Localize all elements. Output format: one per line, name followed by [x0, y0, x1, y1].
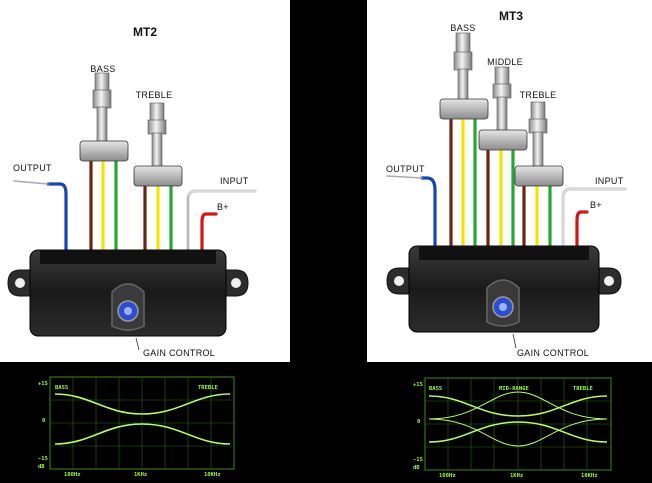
mt2-scope-f3: 10KHz	[204, 472, 221, 478]
mt3-scope-f2: 1KHz	[510, 473, 523, 479]
mt3-bass-label: BASS	[450, 23, 475, 33]
mt3-wires	[386, 116, 627, 260]
mt3-treble-label: TREBLE	[520, 90, 557, 100]
mt3-title: MT3	[499, 9, 523, 23]
bplus-wire	[575, 210, 589, 260]
mt2-scope-zero: 0	[42, 418, 45, 424]
mt2-bass-label: BASS	[90, 64, 115, 74]
output-lead	[13, 180, 49, 185]
mt3-scope-grid	[425, 378, 611, 470]
mt2-scope-f2: 1KHz	[134, 472, 147, 478]
mt2-scope-grid	[50, 377, 234, 469]
input-wire	[561, 187, 627, 260]
mt2-scope-bass: BASS	[55, 385, 68, 391]
mt2-gain-label: GAIN CONTROL	[143, 348, 215, 358]
mt3-wiring-panel: MT3	[367, 0, 652, 362]
mt3-scope-zero: 0	[417, 419, 420, 425]
mt3-scope-curves	[428, 391, 608, 447]
mt2-boost-curve	[54, 393, 231, 415]
mt2-wires	[13, 158, 257, 264]
mt2-treble-pot	[133, 102, 183, 187]
mt3-scope-minus: -15	[413, 457, 423, 463]
mt3-treble-pot	[514, 101, 564, 187]
mt2-treble-label: TREBLE	[136, 90, 173, 100]
mt3-scope-mid: MID-RANGE	[499, 386, 529, 392]
mt3-boost-curve	[428, 395, 608, 417]
mt2-input-label: INPUT	[220, 176, 249, 186]
mt2-title: MT2	[133, 25, 157, 39]
mt3-scope-plus: +15	[413, 382, 423, 388]
mt3-mid-cut-curve	[428, 418, 608, 447]
output-wire	[420, 176, 437, 260]
mt3-scope-f3: 10KHz	[581, 473, 598, 479]
mt3-gain-label: GAIN CONTROL	[517, 348, 589, 358]
mt2-eq-scope: BASS TREBLE +15 0 -15 dB 100Hz 1KHz 10KH…	[0, 362, 290, 483]
mt2-scope-curves	[54, 393, 231, 445]
mt2-gain-trimmer[interactable]	[111, 283, 145, 331]
output-wire	[46, 182, 68, 264]
mt3-bass-pot	[439, 32, 489, 120]
mt3-eq-scope: BASS MID-RANGE TREBLE +15 0 -15 dB 100Hz…	[367, 362, 652, 483]
mt3-bplus-label: B+	[590, 200, 602, 210]
mt2-scope-f1: 100Hz	[64, 472, 81, 478]
mt2-bplus-label: B+	[217, 202, 229, 212]
mt3-middle-label: MIDDLE	[487, 57, 523, 67]
mt2-wiring-panel: MT2	[0, 0, 290, 362]
mt2-scope-db: dB	[38, 464, 45, 470]
mt3-middle-pot	[478, 66, 528, 151]
mt3-gain-trimmer[interactable]	[486, 279, 520, 327]
mt2-preamp-box	[7, 249, 249, 351]
mt3-output-label: OUTPUT	[386, 164, 425, 174]
mt3-preamp-box	[386, 245, 622, 349]
mt3-scope-db: dB	[413, 465, 420, 471]
mt3-scope-bass: BASS	[429, 386, 442, 392]
mt3-mid-boost-curve	[428, 391, 608, 420]
mt2-scope-treble: TREBLE	[198, 385, 218, 391]
bplus-wire	[200, 212, 218, 264]
output-lead	[386, 175, 423, 179]
mt3-scope-treble: TREBLE	[573, 386, 593, 392]
mt2-scope-minus: -15	[38, 456, 48, 462]
mt3-cut-curve	[428, 421, 608, 443]
mt2-scope-plus: +15	[38, 381, 48, 387]
mt2-output-label: OUTPUT	[13, 163, 52, 173]
mt3-scope-f1: 100Hz	[439, 473, 456, 479]
mt3-input-label: INPUT	[595, 176, 624, 186]
mt2-cut-curve	[54, 423, 231, 445]
mt2-bass-pot	[79, 72, 129, 162]
